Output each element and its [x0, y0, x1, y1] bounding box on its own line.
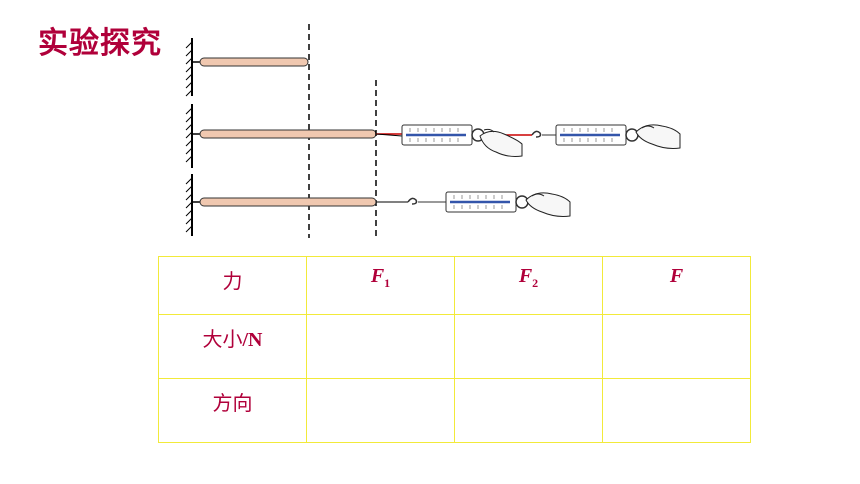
- header-f1: F1: [306, 256, 455, 315]
- header-f2-sub: 2: [532, 276, 539, 290]
- header-f1-sub: 1: [384, 276, 391, 290]
- cell-direction-f2: [454, 378, 603, 443]
- header-f2-symbol: F: [518, 265, 533, 287]
- cell-direction-f: [602, 378, 751, 443]
- rubber-band-experiment-diagram: [185, 24, 681, 238]
- row-label-direction: 方向: [158, 378, 307, 443]
- row-label-magnitude: 大小/N: [158, 314, 307, 379]
- cell-direction-f1: [306, 378, 455, 443]
- spring-scale-icon: [401, 124, 485, 146]
- header-f1-symbol: F: [370, 265, 385, 287]
- cell-magnitude-f2: [454, 314, 603, 379]
- hand-icon: [525, 192, 571, 217]
- setup-unstretched: [185, 24, 310, 238]
- hook-icon: [407, 197, 418, 205]
- spring-scale-icon: [418, 191, 529, 213]
- hand-icon: [479, 128, 523, 157]
- spring-scale-icon: [542, 124, 639, 146]
- cell-magnitude-f1: [306, 314, 455, 379]
- row-label-magnitude-unit: /N: [242, 329, 263, 351]
- header-f: F: [602, 256, 751, 315]
- page-title: 实验探究: [38, 26, 162, 61]
- header-force: 力: [158, 256, 307, 315]
- setup-two-scales: [185, 80, 681, 238]
- hand-icon: [635, 124, 681, 149]
- cell-magnitude-f: [602, 314, 751, 379]
- hook-icon: [531, 130, 542, 138]
- header-f2: F2: [454, 256, 603, 315]
- setup-one-scale: [185, 174, 571, 236]
- table-row: 方向: [158, 378, 751, 443]
- table-row: 大小/N: [158, 314, 751, 379]
- force-data-table: 力 F1 F2 F 大小/N 方向: [158, 256, 751, 443]
- table-header-row: 力 F1 F2 F: [158, 256, 751, 315]
- experiment-figure: [180, 24, 685, 238]
- row-label-magnitude-text: 大小: [202, 327, 243, 351]
